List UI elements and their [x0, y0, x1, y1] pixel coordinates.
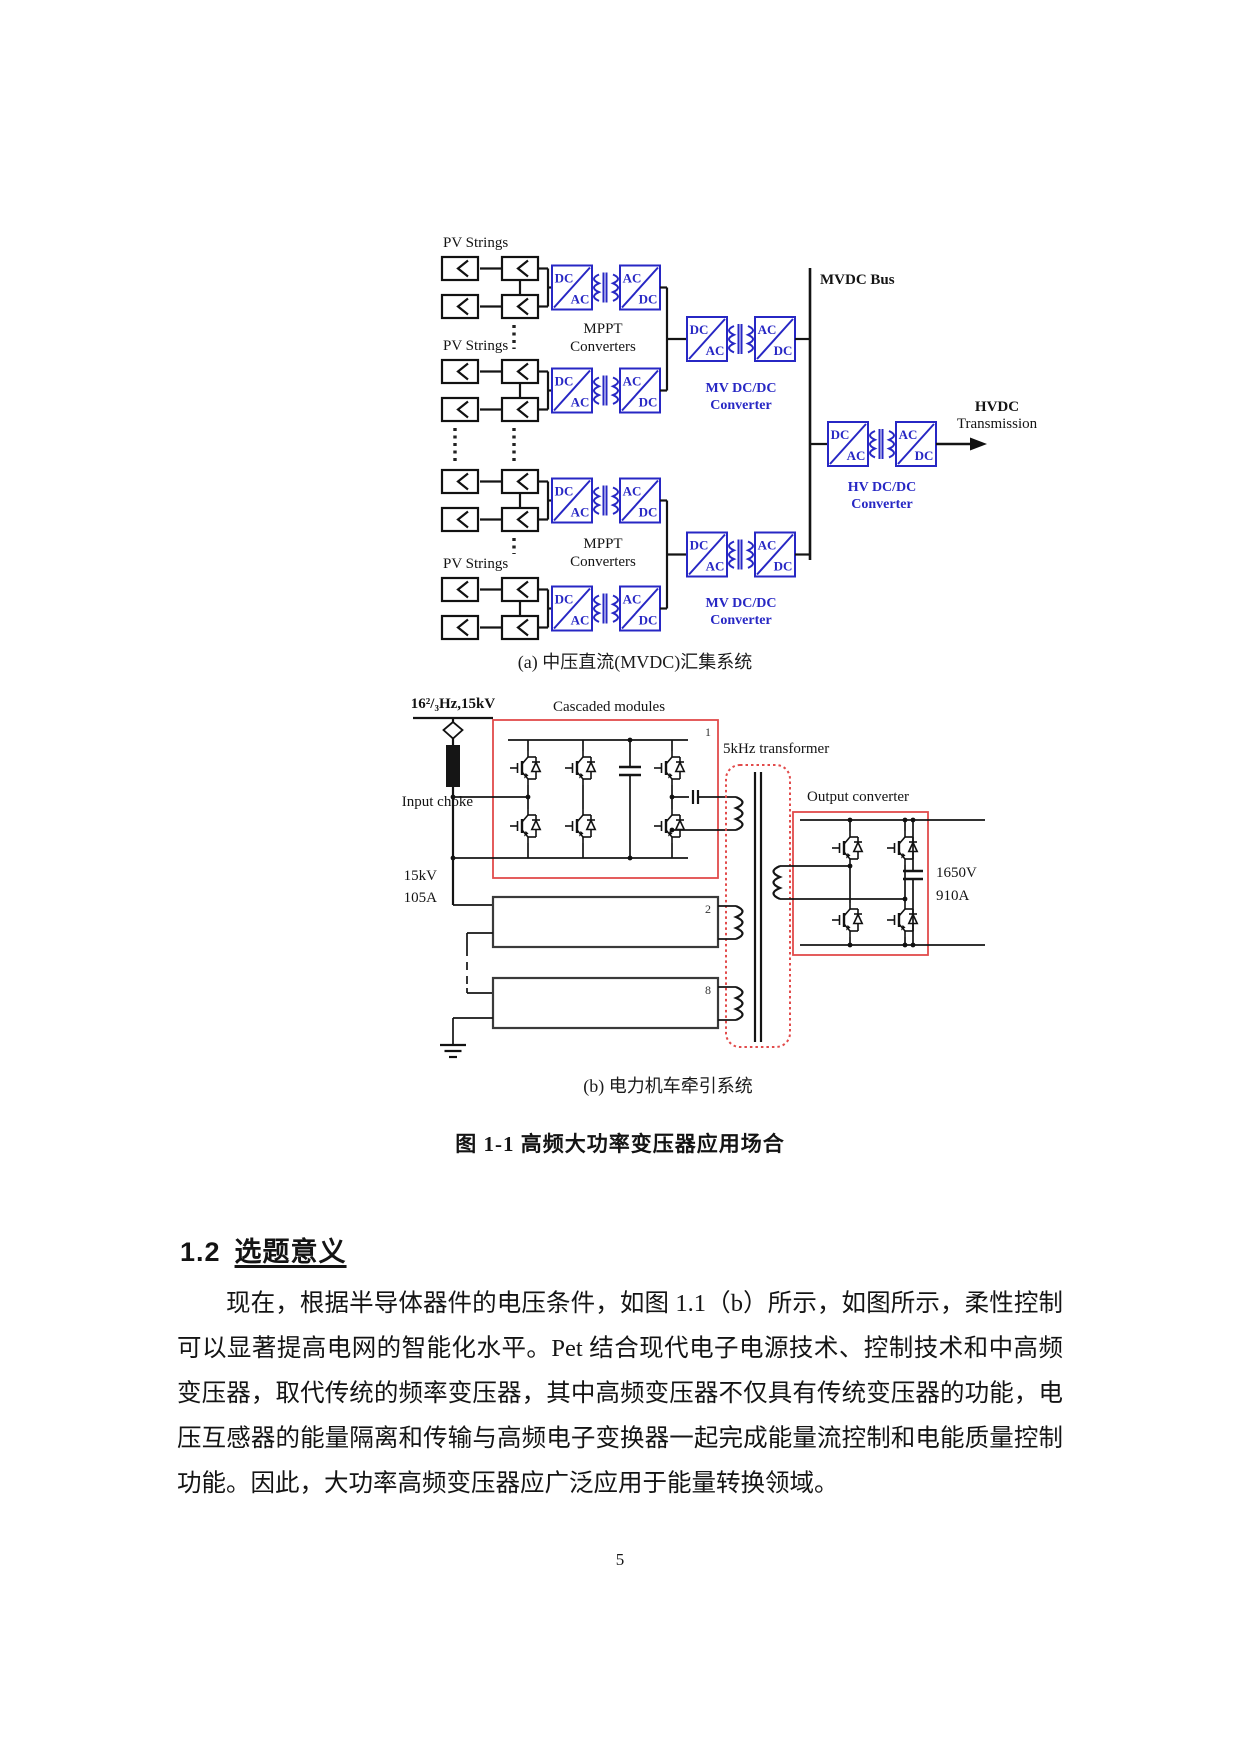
mv-dcdc-label: MV DC/DC — [706, 596, 777, 611]
ground-symbol — [440, 1043, 466, 1059]
cascaded-modules-label: Cascaded modules — [553, 699, 665, 715]
secondary-voltage-label: 1650V — [936, 865, 977, 881]
mv-dcdc-label: MV DC/DC — [706, 381, 777, 396]
pv-strings-label: PV Strings — [443, 556, 508, 572]
pv-strings-label: PV Strings — [443, 338, 508, 354]
primary-voltage-label: 15kV — [404, 868, 438, 884]
igbt-leg — [652, 740, 686, 858]
igbt-leg — [830, 820, 864, 945]
hvdc-label: HVDC — [975, 399, 1019, 415]
pv-strings-label: PV Strings — [443, 235, 508, 251]
mppt-label: Converters — [570, 554, 636, 570]
source-label: 16²/₃Hz,15kV — [411, 696, 496, 712]
mv-dcdc-converter-unit — [686, 531, 796, 578]
primary-winding-8 — [734, 985, 744, 1022]
pv-string-group — [442, 257, 553, 318]
page-number: 5 — [615, 1550, 625, 1569]
module-1-number: 1 — [705, 725, 711, 739]
mppt-converter-unit — [551, 264, 661, 311]
igbt-leg — [563, 740, 597, 858]
diagram-a-mvdc-system: PV Strings PV Strings MPPT Converters MV… — [442, 235, 1038, 673]
sub-caption-a: (a) 中压直流(MVDC)汇集系统 — [518, 652, 752, 673]
igbt-leg — [508, 740, 542, 858]
input-choke-label: Input choke — [402, 794, 474, 810]
diagram-b-traction-system: 16²/₃Hz,15kV Input choke Cascaded module… — [402, 696, 985, 1097]
primary-current-label: 105A — [404, 890, 438, 906]
secondary-current-label: 910A — [936, 888, 970, 904]
figure-caption: 图 1-1 高频大功率变压器应用场合 — [455, 1132, 785, 1156]
mppt-label: MPPT — [583, 321, 622, 337]
mppt-label: Converters — [570, 339, 636, 355]
primary-winding-1 — [734, 795, 744, 832]
input-choke-symbol — [446, 745, 460, 787]
transformer-label: 5kHz transformer — [723, 741, 829, 757]
cascaded-module-2-box — [491, 895, 720, 949]
hv-dcdc-label: Converter — [851, 497, 912, 512]
mppt-converter-unit — [551, 477, 661, 524]
mv-dcdc-label: Converter — [710, 398, 771, 413]
output-converter-label: Output converter — [807, 789, 909, 805]
section-number: 1.2 — [180, 1237, 221, 1267]
mppt-label: MPPT — [583, 536, 622, 552]
mv-dcdc-label: Converter — [710, 613, 771, 628]
secondary-winding — [772, 864, 782, 901]
hv-dcdc-converter-unit — [827, 421, 937, 467]
section-heading: 1.2 选题意义 — [180, 1230, 347, 1269]
pv-string-group — [442, 360, 553, 421]
sub-caption-b: (b) 电力机车牵引系统 — [583, 1076, 753, 1097]
cascaded-module-8-box — [491, 976, 720, 1030]
output-converter-box — [792, 811, 929, 956]
dc-link-capacitor — [619, 737, 641, 861]
primary-winding-2 — [734, 904, 744, 941]
section-title: 选题意义 — [234, 1237, 347, 1267]
hvdc-arrowhead — [970, 437, 987, 451]
mv-dcdc-converter-unit — [686, 316, 796, 362]
body-paragraph: 现在，根据半导体器件的电压条件，如图 1.1（b）所示，如图所示，柔性控制可以显… — [177, 1290, 1063, 1497]
module-8-number: 8 — [705, 983, 711, 997]
figure-1-1-diagram: DC AC AC DC — [402, 235, 1038, 1097]
hv-dcdc-label: HV DC/DC — [848, 480, 917, 495]
pv-string-group — [442, 578, 553, 639]
hvdc-label: Transmission — [957, 416, 1038, 432]
mvdc-bus-label: MVDC Bus — [820, 272, 895, 288]
pantograph-symbol — [442, 720, 464, 740]
output-capacitor — [903, 817, 923, 948]
mppt-converter-unit — [551, 585, 661, 632]
module-2-number: 2 — [705, 902, 711, 916]
cascaded-module-1-box — [492, 719, 719, 879]
pv-string-group — [442, 470, 553, 531]
mppt-converter-unit — [551, 367, 661, 414]
